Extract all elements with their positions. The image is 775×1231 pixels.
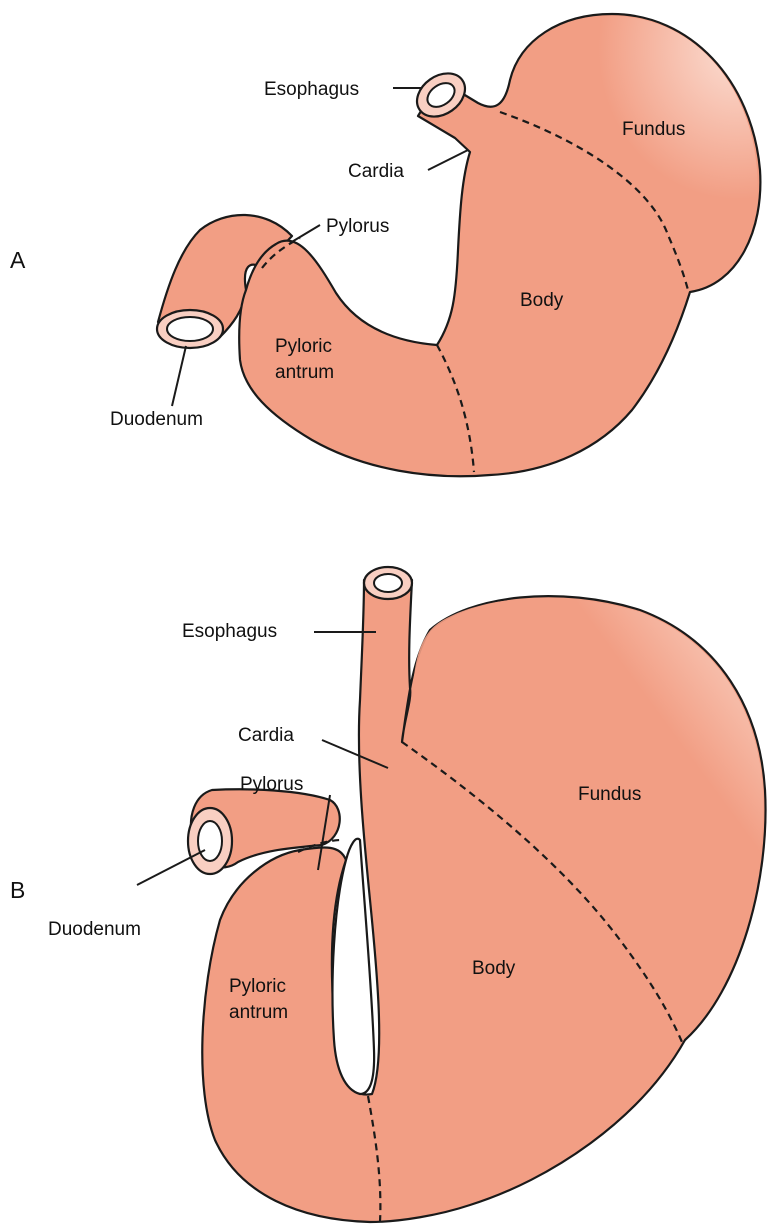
label-pyloric-b: Pyloric [229,976,286,997]
duodenum-lumen-b [188,808,232,874]
panel-a: A Esophagus Fundus Cardia Pylorus Body P… [10,14,760,476]
label-pyloric-a: Pyloric [275,336,332,357]
label-duodenum-a: Duodenum [110,409,203,430]
panel-label-b: B [10,877,25,903]
duodenum-lumen-a [157,310,223,348]
label-body-b: Body [472,958,516,979]
cardia-leader-a [428,150,468,170]
label-antrum-a: antrum [275,362,334,383]
duodenum-leader-b [137,850,205,885]
pylorus-leader-a [290,225,320,243]
label-pylorus-b: Pylorus [240,774,303,795]
label-antrum-b: antrum [229,1002,288,1023]
panel-b: B Esophagus Cardia Pylorus Fundus Duoden… [10,567,766,1222]
esophagus-lumen-b [364,567,412,599]
label-duodenum-b: Duodenum [48,919,141,940]
label-body-a: Body [520,290,564,311]
label-esophagus-b: Esophagus [182,621,277,642]
label-esophagus-a: Esophagus [264,79,359,100]
panel-label-a: A [10,247,26,273]
label-pylorus-a: Pylorus [326,216,389,237]
label-cardia-a: Cardia [348,161,404,182]
duodenum-leader-a [172,346,186,406]
label-fundus-b: Fundus [578,784,641,805]
label-fundus-a: Fundus [622,119,685,140]
label-cardia-b: Cardia [238,725,294,746]
